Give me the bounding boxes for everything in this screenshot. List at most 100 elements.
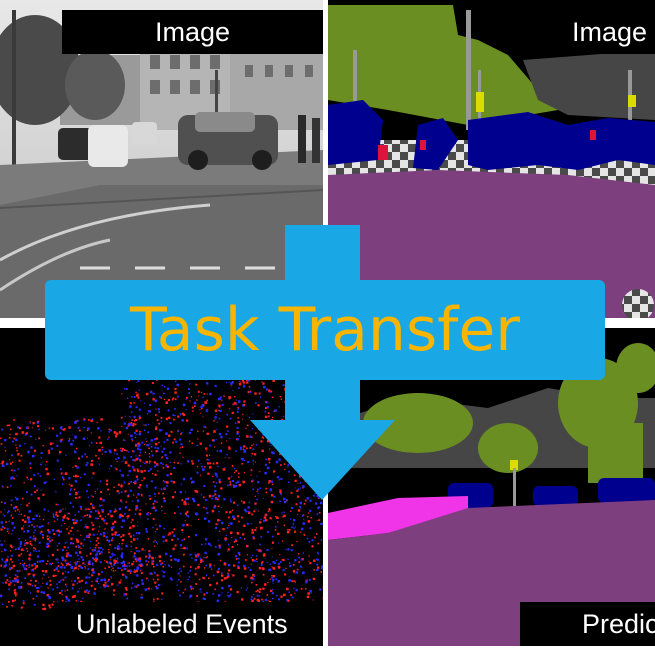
event-dot [39,500,41,502]
event-dot [171,531,174,534]
event-dot [124,513,126,515]
event-dot [132,450,135,453]
event-dot [195,490,199,493]
event-dot [6,424,9,427]
event-dot [138,443,141,447]
event-dot [9,459,11,461]
event-dot [53,600,55,603]
event-dot [39,518,41,520]
event-dot [29,559,31,561]
event-dot [249,379,251,381]
event-dot [163,527,165,530]
event-dot [220,396,222,398]
event-dot [268,508,271,510]
event-dot [186,523,189,527]
event-dot [160,563,163,566]
event-dot [282,558,285,561]
event-dot [274,529,277,531]
event-dot [26,426,29,429]
event-dot [160,584,162,586]
event-dot [251,596,253,598]
event-dot [117,561,119,564]
event-dot [140,399,142,401]
event-dot [92,472,95,475]
event-dot [96,580,98,583]
event-dot [175,380,177,383]
event-dot [235,470,237,472]
event-dot [152,526,154,529]
event-dot [94,492,96,494]
event-dot [200,561,203,564]
event-dot [236,404,238,406]
event-dot [76,419,79,422]
event-dot [14,579,17,583]
event-dot [271,548,273,550]
event-dot [295,589,298,592]
event-dot [30,446,33,449]
event-dot [75,492,78,495]
event-dot [258,424,261,428]
event-dot [40,585,42,587]
event-dot [76,582,79,585]
event-dot [76,466,79,469]
event-dot [8,510,10,513]
event-dot [61,599,64,602]
event-dot [307,481,311,484]
event-dot [282,423,284,425]
event-dot [4,548,7,552]
event-dot [78,496,81,499]
event-dot [148,447,150,450]
event-dot [285,499,288,502]
event-dot [46,461,48,463]
event-dot [288,383,290,385]
event-dot [72,518,74,521]
event-dot [203,556,205,559]
event-dot [111,583,114,586]
event-dot [84,566,86,568]
event-dot [107,562,109,564]
event-dot [56,515,59,517]
event-dot [235,555,238,558]
event-dot [120,474,122,476]
event-dot [95,553,98,556]
event-dot [40,452,43,455]
event-dot [188,440,191,442]
event-dot [309,403,311,405]
event-dot [250,557,252,559]
event-dot [48,604,51,607]
event-dot [279,561,282,564]
event-dot [227,484,229,487]
event-dot [133,432,136,434]
event-dot [69,554,72,557]
event-dot [174,391,177,394]
event-dot [15,438,18,442]
event-dot [270,500,273,504]
event-dot [136,558,140,562]
event-dot [161,505,163,508]
event-dot [230,522,233,525]
event-dot [153,541,155,543]
event-dot [180,433,182,435]
event-dot [80,547,82,549]
event-dot [10,515,12,517]
event-dot [275,432,277,434]
event-dot [262,437,265,439]
event-dot [291,544,293,547]
event-dot [224,600,226,602]
event-dot [216,475,218,478]
event-dot [78,546,80,548]
event-dot [155,426,158,429]
event-dot [287,599,290,602]
event-dot [221,399,223,401]
event-dot [217,552,221,556]
event-dot [199,588,202,591]
event-dot [149,497,152,500]
event-dot [285,386,288,389]
event-dot [314,473,317,476]
event-dot [200,494,202,496]
event-dot [191,442,194,444]
event-dot [307,520,311,523]
event-dot [34,579,37,582]
event-dot [303,502,306,505]
event-dot [231,573,233,575]
